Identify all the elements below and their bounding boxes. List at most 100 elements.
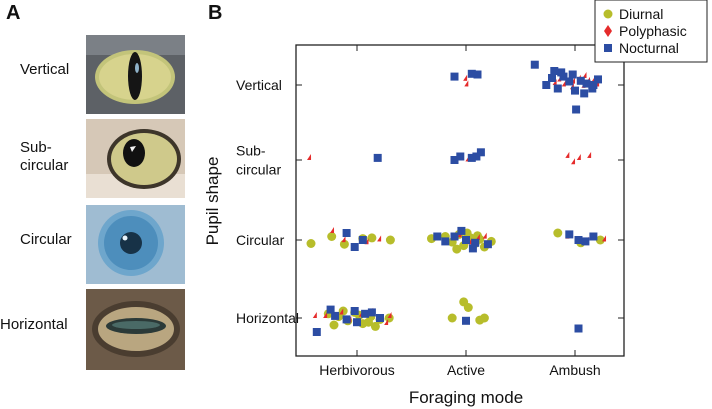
x-axis-title: Foraging mode bbox=[409, 388, 523, 407]
nocturnal-point bbox=[467, 153, 476, 162]
polyphasic-point bbox=[463, 74, 468, 81]
polyphasic-point bbox=[582, 72, 587, 79]
diurnal-point bbox=[306, 239, 316, 248]
polyphasic-point bbox=[571, 158, 576, 165]
polyphasic-point bbox=[602, 235, 607, 242]
nocturnal-point bbox=[574, 324, 583, 333]
nocturnal-point bbox=[326, 305, 335, 314]
nocturnal-point bbox=[589, 232, 598, 241]
diurnal-point bbox=[463, 303, 473, 312]
nocturnal-point bbox=[342, 229, 351, 237]
panel-b-label: B bbox=[208, 2, 223, 24]
subcircular-pupil-eye-photo bbox=[86, 119, 185, 198]
polyphasic-point bbox=[576, 154, 581, 161]
nocturnal-point bbox=[312, 328, 321, 336]
nocturnal-point bbox=[462, 236, 470, 244]
nocturnal-point bbox=[457, 226, 466, 235]
polyphasic-point bbox=[312, 312, 317, 319]
nocturnal-point bbox=[542, 81, 551, 89]
diurnal-point bbox=[385, 235, 395, 245]
diurnal-point bbox=[595, 235, 605, 245]
diurnal-point bbox=[479, 313, 489, 323]
nocturnal-point bbox=[472, 152, 481, 161]
nocturnal-point bbox=[553, 84, 562, 93]
diurnal-point bbox=[329, 320, 339, 330]
polyphasic-point bbox=[464, 80, 469, 87]
nocturnal-point bbox=[471, 238, 480, 247]
nocturnal-point bbox=[483, 240, 492, 249]
nocturnal-point bbox=[572, 105, 581, 114]
nocturnal-point bbox=[568, 70, 577, 79]
nocturnal-point bbox=[594, 75, 602, 84]
polyphasic-point bbox=[387, 312, 392, 319]
nocturnal-point bbox=[548, 74, 556, 82]
y-axis-title: Pupil shape bbox=[203, 157, 222, 246]
vertical-pupil-eye-photo bbox=[86, 35, 185, 114]
nocturnal-point bbox=[450, 72, 459, 81]
axis-ticks bbox=[296, 45, 624, 356]
nocturnal-point bbox=[433, 232, 442, 241]
nocturnal-point bbox=[582, 79, 591, 88]
nocturnal-point bbox=[580, 89, 589, 98]
legend-diurnal-marker bbox=[603, 9, 613, 19]
y-tick-label: Vertical bbox=[236, 77, 282, 93]
eye-label-horizontal: Horizontal bbox=[0, 316, 68, 333]
polyphasic-point bbox=[339, 308, 344, 315]
nocturnal-point bbox=[358, 236, 367, 244]
polyphasic-point bbox=[475, 234, 480, 241]
nocturnal-point bbox=[367, 308, 376, 317]
eye-label-subcircular: Sub- circular bbox=[20, 139, 69, 174]
legend-nocturnal-marker bbox=[604, 44, 612, 52]
diurnal-point bbox=[553, 228, 563, 238]
nocturnal-point bbox=[350, 243, 359, 251]
nocturnal-point bbox=[373, 153, 382, 162]
nocturnal-point bbox=[456, 152, 465, 161]
legend-nocturnal-label: Nocturnal bbox=[619, 40, 679, 56]
polyphasic-point bbox=[341, 236, 346, 243]
legend-diurnal-label: Diurnal bbox=[619, 6, 663, 22]
nocturnal-point bbox=[476, 148, 485, 157]
x-tick-label: Active bbox=[447, 362, 485, 378]
nocturnal-point bbox=[331, 311, 340, 320]
y-tick-label: Circular bbox=[236, 232, 285, 248]
nocturnal-point bbox=[361, 309, 370, 318]
nocturnal-point bbox=[557, 68, 566, 77]
nocturnal-point bbox=[450, 156, 459, 164]
nocturnal-point bbox=[571, 86, 579, 95]
diurnal-point bbox=[452, 244, 462, 254]
eye-label-vertical: Vertical bbox=[20, 61, 70, 78]
nocturnal-point bbox=[342, 315, 351, 324]
nocturnal-point bbox=[353, 318, 361, 327]
nocturnal-point bbox=[581, 237, 590, 246]
circular-pupil-eye-photo bbox=[86, 205, 185, 284]
diurnal-point bbox=[367, 233, 377, 243]
y-tick-label: Horizontal bbox=[236, 310, 299, 326]
nocturnal-point bbox=[565, 77, 574, 86]
y-tick-label: Sub-circular bbox=[236, 143, 281, 178]
polyphasic-point bbox=[377, 235, 382, 242]
diurnal-point bbox=[370, 321, 380, 331]
polyphasic-point bbox=[307, 154, 312, 161]
eye-label-circular: Circular bbox=[20, 231, 72, 248]
nocturnal-point bbox=[467, 69, 476, 78]
nocturnal-point bbox=[530, 60, 539, 69]
nocturnal-point bbox=[468, 244, 477, 253]
polyphasic-point bbox=[561, 80, 566, 87]
nocturnal-point bbox=[376, 314, 384, 322]
nocturnal-point bbox=[576, 76, 585, 85]
polyphasic-point bbox=[323, 312, 328, 319]
diurnal-point bbox=[364, 317, 373, 327]
diurnal-point bbox=[327, 232, 337, 241]
x-tick-label: Ambush bbox=[549, 362, 600, 378]
chart-marks bbox=[306, 60, 607, 336]
polyphasic-point bbox=[384, 319, 389, 326]
polyphasic-point bbox=[565, 151, 570, 158]
diurnal-point bbox=[447, 313, 457, 323]
nocturnal-point bbox=[589, 81, 598, 89]
plot-area-frame bbox=[295, 44, 625, 357]
nocturnal-point bbox=[441, 237, 450, 246]
nocturnal-point bbox=[559, 72, 568, 81]
